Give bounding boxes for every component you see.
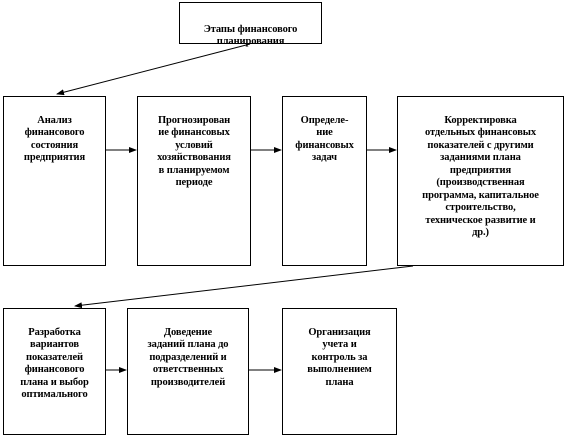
arrow-title-to-analysis (56, 43, 251, 96)
stage-box-control: Организация учета и контроль за выполнен… (282, 308, 397, 435)
stage-label-forecast: Прогнозирован ие финансовых условий хозя… (157, 114, 231, 189)
stage-box-develop: Разработка вариантов показателей финансо… (3, 308, 106, 435)
diagram-title: Этапы финансового планирования (203, 23, 298, 48)
stage-box-analysis: Анализ финансового состояния предприятия (3, 96, 106, 266)
stage-label-adjust: Корректировка отдельных финансовых показ… (422, 114, 539, 239)
stage-box-forecast: Прогнозирован ие финансовых условий хозя… (137, 96, 251, 266)
arrow-adjust-to-develop (74, 265, 414, 309)
stage-box-deliver: Доведение заданий плана до подразделений… (127, 308, 249, 435)
diagram-title-box: Этапы финансового планирования (179, 2, 322, 47)
stage-label-tasks: Определе- ние финансовых задач (295, 114, 354, 164)
stage-label-control: Организация учета и контроль за выполнен… (307, 326, 372, 388)
stage-label-develop: Разработка вариантов показателей финансо… (20, 326, 89, 401)
stage-box-adjust: Корректировка отдельных финансовых показ… (397, 96, 564, 266)
stage-label-deliver: Доведение заданий плана до подразделений… (147, 326, 229, 388)
stage-box-tasks: Определе- ние финансовых задач (282, 96, 367, 266)
stage-label-analysis: Анализ финансового состояния предприятия (23, 114, 86, 164)
